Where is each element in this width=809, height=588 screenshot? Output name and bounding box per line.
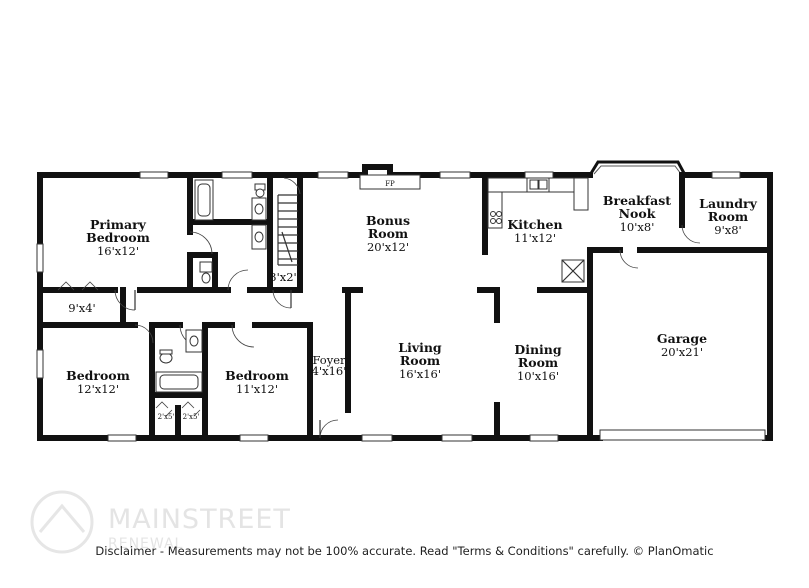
bedroom-left-dims: 12'x12' (77, 382, 119, 396)
windows (36, 171, 741, 442)
fireplace-label: FP (385, 180, 395, 188)
bedroom-mid-dims: 11'x12' (236, 382, 278, 396)
living-room-dims: 16'x16' (399, 367, 441, 381)
bonus-room-name-1: Bonus (366, 213, 410, 228)
interior-walls (37, 172, 773, 441)
bonus-room-name-2: Room (368, 226, 408, 241)
room-labels: Primary Bedroom 16'x12' 9'x4' Bedroom 12… (66, 180, 757, 421)
dining-room-name-2: Room (518, 355, 558, 370)
breakfast-nook-name-1: Breakfast (603, 193, 671, 208)
breakfast-nook-name-2: Nook (619, 206, 656, 221)
closet-a-dims: 2'x5' (158, 413, 175, 421)
fixtures (155, 174, 589, 393)
foyer-name: Foyer (312, 353, 346, 367)
breakfast-nook-dims: 10'x8' (620, 220, 655, 234)
bonus-room-dims: 20'x12' (367, 240, 409, 254)
primary-bedroom-dims: 16'x12' (97, 244, 139, 258)
primary-bedroom-name-2: Bedroom (86, 230, 150, 245)
closet-3x2-dims: 3'x2' (269, 270, 296, 284)
dining-room-dims: 10'x16' (517, 369, 559, 383)
mainstreet-logo-watermark: MAINSTREET RENEWAL (30, 490, 291, 554)
logo-text-line1: MAINSTREET (108, 504, 291, 535)
laundry-room-dims: 9'x8' (714, 223, 741, 237)
closet-9x4-dims: 9'x4' (68, 301, 95, 315)
garage-name: Garage (657, 331, 707, 346)
laundry-room-name-2: Room (708, 209, 748, 224)
staircase (277, 194, 298, 266)
logo-text-line2: RENEWAL (108, 536, 183, 552)
closet-b-dims: 2'x5' (183, 413, 200, 421)
dining-room-name-1: Dining (514, 342, 562, 357)
laundry-room-name-1: Laundry (699, 196, 757, 211)
kitchen-name: Kitchen (507, 217, 562, 232)
doors (57, 177, 701, 439)
living-room-name-2: Room (400, 353, 440, 368)
kitchen-dims: 11'x12' (514, 231, 556, 245)
disclaimer-text: Disclaimer - Measurements may not be 100… (95, 544, 714, 558)
bedroom-mid-name: Bedroom (225, 368, 289, 383)
bedroom-left-name: Bedroom (66, 368, 130, 383)
foyer-dims: 4'x16' (312, 364, 347, 378)
living-room-name-1: Living (398, 340, 442, 355)
garage-dims: 20'x21' (661, 345, 703, 359)
primary-bedroom-name-1: Primary (90, 217, 147, 232)
